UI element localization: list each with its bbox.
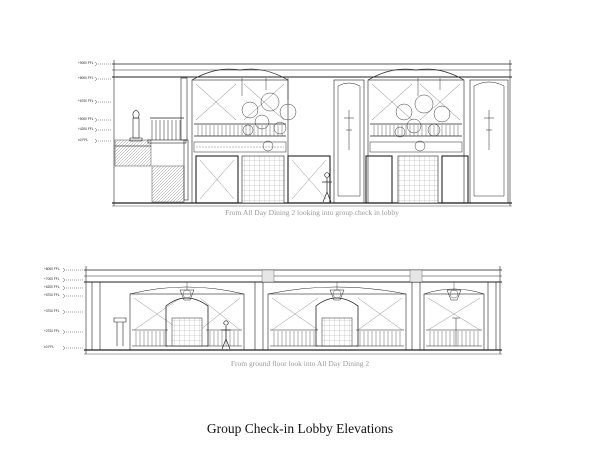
level-label: +6200 FFL <box>44 285 60 289</box>
sheet-title: Group Check-in Lobby Elevations <box>206 421 394 436</box>
level-label: +7000 FFL <box>44 277 60 281</box>
elevation-2-level-markers: +8000 FFL +7000 FFL +6200 FFL +5700 FFL … <box>44 267 84 351</box>
level-label: +2700 FFL <box>44 329 60 333</box>
elevation-2-drawing <box>84 266 502 355</box>
level-label: +5000 FFL <box>78 117 94 121</box>
level-label: +8000 FFL <box>78 76 94 80</box>
elevation-2-caption: From ground floor look into All Day Dini… <box>230 359 370 368</box>
elevation-1-caption: From All Day Dining 2 looking into group… <box>225 208 399 217</box>
level-label: +9000 FFL <box>78 61 94 65</box>
elevation-1-level-markers: +9000 FFL +8000 FFL +6700 FFL +5000 FFL … <box>78 61 112 144</box>
level-label: +6700 FFL <box>78 99 94 103</box>
level-label: +5700 FFL <box>44 293 60 297</box>
level-label: +4200 FFL <box>78 127 94 131</box>
elevation-1-drawing <box>112 60 512 207</box>
level-label: +8000 FFL <box>44 267 60 271</box>
level-label: ±0 FFL <box>78 138 88 142</box>
level-label: +3700 FFL <box>44 309 60 313</box>
level-label: ±0 FFL <box>44 345 54 349</box>
